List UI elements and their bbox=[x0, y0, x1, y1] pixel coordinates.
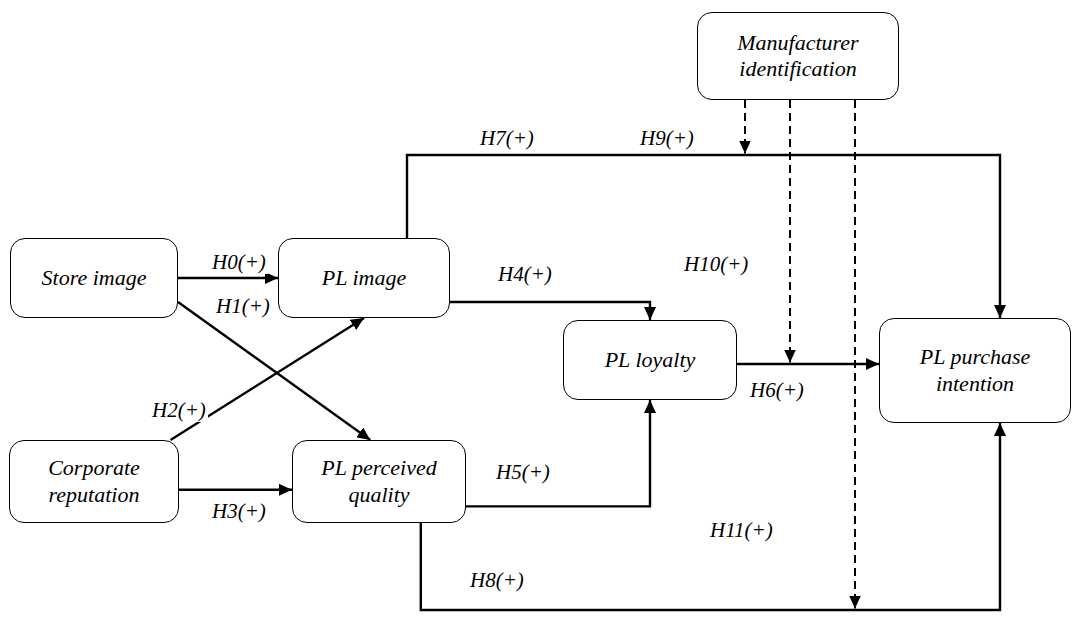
hypothesis-label: H1(+) bbox=[214, 294, 272, 318]
hypothesis-label: H2(+) bbox=[150, 398, 208, 422]
construct-name: PL image bbox=[322, 265, 407, 291]
construct-box: PL purchase intention bbox=[879, 318, 1071, 423]
path-arrow bbox=[179, 489, 292, 491]
hypothesis-label: H3(+) bbox=[210, 499, 268, 523]
hypothesis-label: H5(+) bbox=[494, 460, 552, 484]
moderator-arrow bbox=[854, 100, 856, 609]
hypothesis-label: H11(+) bbox=[708, 518, 775, 542]
construct-box: PL loyalty bbox=[563, 320, 737, 400]
hypothesis-label: H6(+) bbox=[748, 378, 806, 402]
construct-box: Corporate reputation bbox=[9, 440, 179, 523]
hypothesis-label: H8(+) bbox=[468, 568, 526, 592]
path-arrow bbox=[737, 363, 879, 365]
construct-box: PL image bbox=[278, 238, 450, 318]
construct-box: Store image bbox=[10, 238, 178, 318]
construct-name: PL loyalty bbox=[605, 347, 696, 373]
hypothesis-label: H10(+) bbox=[682, 252, 750, 276]
path-arrow bbox=[450, 302, 650, 320]
path-arrow bbox=[466, 400, 650, 506]
hypothesis-label: H9(+) bbox=[638, 126, 696, 150]
construct-name: PL purchase intention bbox=[890, 344, 1060, 397]
construct-name: Manufacturer identification bbox=[708, 30, 888, 83]
path-arrow bbox=[407, 155, 1000, 318]
construct-box: PL perceived quality bbox=[292, 440, 466, 523]
hypothesis-label: H0(+) bbox=[210, 250, 268, 274]
construct-box: Manufacturer identification bbox=[697, 12, 899, 100]
moderator-arrow bbox=[744, 100, 746, 154]
construct-name: PL perceived quality bbox=[303, 455, 455, 508]
hypothesis-label: H7(+) bbox=[478, 126, 536, 150]
moderator-arrow bbox=[789, 100, 791, 363]
path-arrow bbox=[421, 423, 1000, 610]
construct-name: Corporate reputation bbox=[20, 455, 168, 508]
path-arrow bbox=[178, 277, 278, 279]
construct-name: Store image bbox=[42, 265, 147, 291]
hypothesis-label: H4(+) bbox=[496, 262, 554, 286]
